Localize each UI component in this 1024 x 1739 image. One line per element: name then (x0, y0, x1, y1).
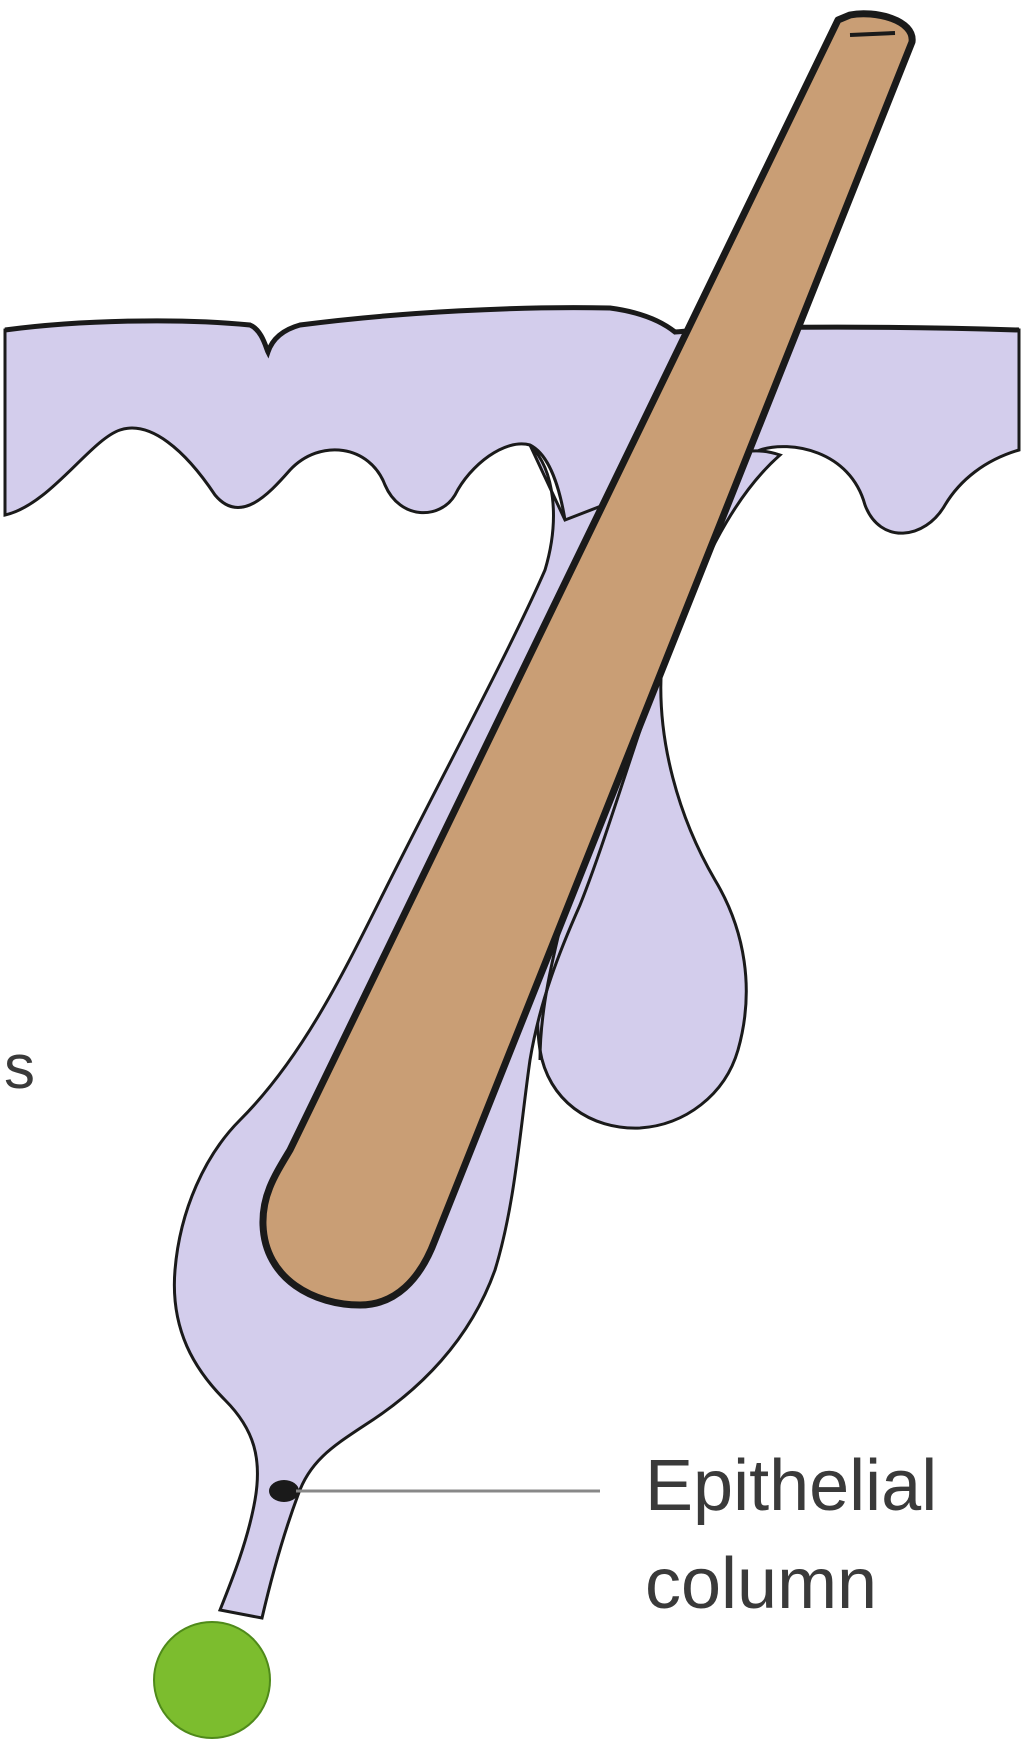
dermal-papilla (153, 1621, 271, 1739)
hair-cut-end (849, 31, 896, 37)
side-label-fragment: s (4, 1033, 35, 1102)
epithelial-column-marker (269, 1480, 299, 1502)
epithelial-column-label-line2: column (645, 1544, 877, 1624)
epithelial-column-label-line1: Epithelial (645, 1446, 937, 1526)
epidermis (3, 306, 1021, 535)
hair-shaft (259, 10, 916, 1309)
